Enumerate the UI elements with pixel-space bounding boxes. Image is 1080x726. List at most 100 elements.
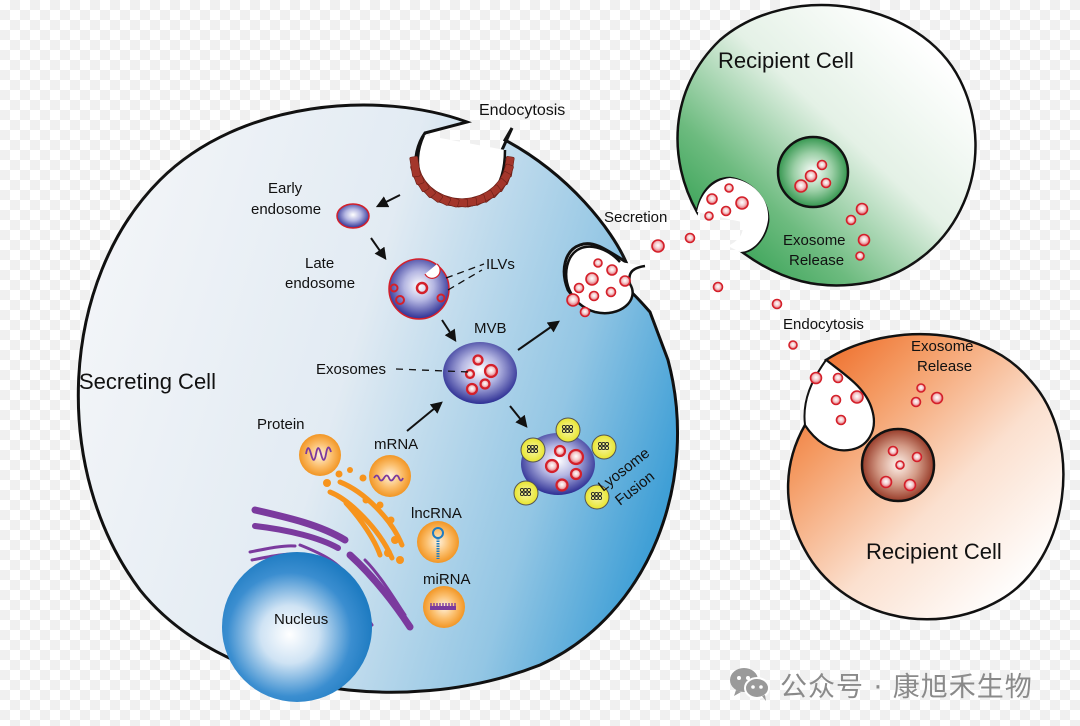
protein-cargo — [299, 434, 341, 476]
exosome — [544, 458, 560, 474]
exosome — [887, 445, 899, 457]
exosome — [857, 233, 871, 247]
nucleus — [222, 552, 372, 702]
exosome — [788, 340, 798, 350]
exosome — [850, 390, 864, 404]
exosome — [771, 298, 783, 310]
exosome — [820, 177, 832, 189]
exosome — [579, 306, 591, 318]
arrow-mvb-to-secretion — [517, 320, 560, 351]
exosome — [567, 448, 585, 466]
exosome — [588, 290, 600, 302]
exosome — [911, 451, 923, 463]
lysosome — [591, 434, 617, 460]
arrow-cargo-to-mvb — [406, 401, 443, 432]
exosome — [573, 282, 585, 294]
exosome — [606, 264, 618, 276]
exosome — [566, 293, 580, 307]
lysosome-content — [526, 487, 532, 493]
lysosome-content — [604, 441, 610, 447]
lysosome — [584, 484, 610, 510]
exosome — [464, 368, 476, 380]
exosome-release-orange-label-2: Release — [917, 358, 972, 375]
exosome — [794, 179, 808, 193]
orange-pocket — [803, 358, 875, 452]
exosome — [704, 211, 714, 221]
lysosome-content — [604, 445, 610, 451]
exosome — [569, 467, 583, 481]
secreting-cell-label: Secreting Cell — [79, 369, 216, 394]
mvb — [443, 342, 517, 404]
late-endosome — [388, 258, 450, 320]
early-endosome-label-1: Early — [268, 180, 303, 197]
watermark-text: 公众号 · 康旭禾生物 — [780, 671, 1033, 703]
exosome — [472, 354, 484, 366]
lysosome-content — [568, 428, 574, 434]
exosome — [804, 169, 818, 183]
exosome — [930, 391, 944, 405]
ilv-pointer-2 — [447, 269, 483, 291]
exosome — [845, 214, 857, 226]
secretion-label: Secretion — [604, 209, 667, 226]
exosome — [724, 183, 734, 193]
arrow-late-to-mvb — [441, 319, 457, 343]
protein-label: Protein — [257, 416, 305, 433]
ilv-pointer-1 — [445, 263, 485, 279]
golgi-apparatus — [323, 467, 405, 564]
exosome — [895, 460, 905, 470]
recipient-cell-bottom-label: Recipient Cell — [866, 539, 1002, 564]
early-endosome-label-2: endosome — [251, 201, 321, 218]
ilvs-label: ILVs — [486, 256, 515, 273]
exosome — [555, 478, 569, 492]
exosome — [585, 272, 599, 286]
lysosome-fusion — [513, 417, 617, 510]
exosome-release-orange-label-1: Exosome — [911, 338, 974, 355]
mrna-cargo — [369, 455, 411, 497]
exosome — [465, 382, 479, 396]
exosome — [809, 371, 823, 385]
exosome — [835, 414, 847, 426]
exosome — [684, 232, 696, 244]
arrow-early-to-late — [370, 237, 387, 260]
lncrna-label: lncRNA — [411, 505, 462, 522]
exosome — [830, 394, 842, 406]
endocytosis-label-right: Endocytosis — [783, 316, 864, 333]
watermark: 公众号 · 康旭禾生物 — [728, 664, 1033, 704]
exosome — [706, 193, 718, 205]
lysosome-content — [533, 448, 539, 454]
exosome — [832, 372, 844, 384]
exosome — [916, 383, 926, 393]
endocytosis-label-top: Endocytosis — [479, 102, 565, 119]
exosome — [910, 396, 922, 408]
recipient-cell-top-label: Recipient Cell — [718, 48, 854, 73]
exosome-release-green-label-1: Exosome — [783, 232, 846, 249]
exosome — [712, 281, 724, 293]
lysosome-content — [526, 491, 532, 497]
wechat-icon — [730, 668, 770, 701]
exosome — [619, 275, 631, 287]
endocytosis-pit — [409, 134, 515, 208]
nucleus-label: Nucleus — [274, 611, 328, 628]
exosome — [720, 205, 732, 217]
lysosome — [520, 437, 546, 463]
exosome — [593, 258, 603, 268]
mirna-cargo — [423, 586, 465, 628]
exosome — [879, 475, 893, 489]
lysosome-content — [533, 444, 539, 450]
mvb-label: MVB — [474, 320, 507, 337]
secretion-pocket-exosomes — [564, 245, 646, 318]
exosome — [553, 444, 567, 458]
late-endosome-label-2: endosome — [285, 275, 355, 292]
exosome — [479, 378, 491, 390]
early-endosome — [336, 203, 370, 229]
lysosome-content — [597, 491, 603, 497]
secreting-cell — [76, 103, 680, 694]
arrow-pit-to-early — [375, 194, 401, 208]
exosomes-label: Exosomes — [316, 361, 386, 378]
lysosome-content — [568, 424, 574, 430]
exosome — [855, 251, 865, 261]
exosome — [816, 159, 828, 171]
secreting-cell-membrane — [76, 103, 680, 694]
exosome — [903, 478, 917, 492]
